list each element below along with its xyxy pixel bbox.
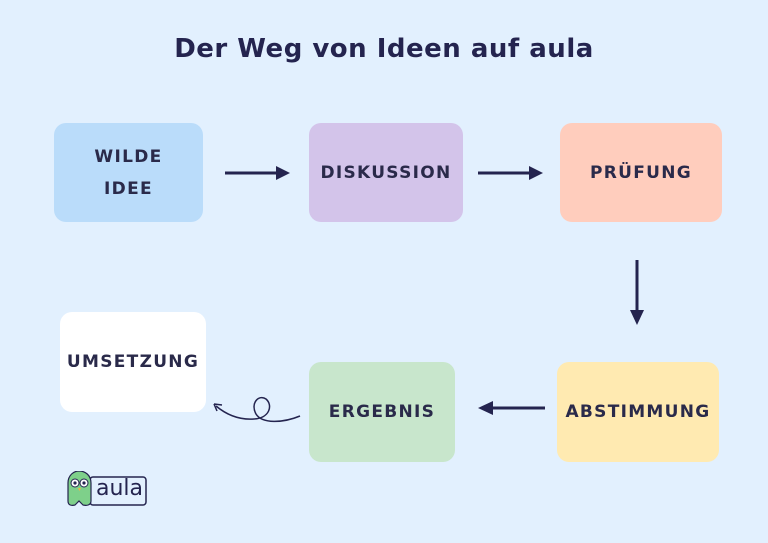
step-wild-idea-line1: WILDE bbox=[94, 146, 163, 167]
arrow-discussion-to-check bbox=[478, 166, 543, 180]
aula-logo-text: aula bbox=[96, 476, 144, 501]
step-wild-idea: WILDE IDEE bbox=[54, 123, 203, 222]
step-result-label: ERGEBNIS bbox=[328, 402, 436, 422]
aula-logo bbox=[67, 471, 147, 506]
step-discussion: DISKUSSION bbox=[309, 123, 463, 222]
step-discussion-label: DISKUSSION bbox=[320, 162, 452, 183]
diagram-title: Der Weg von Ideen auf aula bbox=[174, 34, 594, 64]
step-wild-idea-line2: IDEE bbox=[104, 178, 153, 199]
step-implementation: UMSETZUNG bbox=[60, 312, 206, 412]
step-check-label: PRÜFUNG bbox=[589, 162, 693, 183]
step-check: PRÜFUNG bbox=[560, 123, 722, 222]
step-result: ERGEBNIS bbox=[309, 362, 455, 462]
step-vote-label: ABSTIMMUNG bbox=[565, 402, 711, 422]
step-vote: ABSTIMMUNG bbox=[557, 362, 719, 462]
arrow-check-to-vote bbox=[630, 260, 644, 325]
step-implementation-label: UMSETZUNG bbox=[66, 352, 200, 372]
arrow-vote-to-result bbox=[478, 401, 545, 415]
arrow-wild-to-discussion bbox=[225, 166, 290, 180]
loop-arrow-result-to-implementation bbox=[213, 396, 301, 423]
